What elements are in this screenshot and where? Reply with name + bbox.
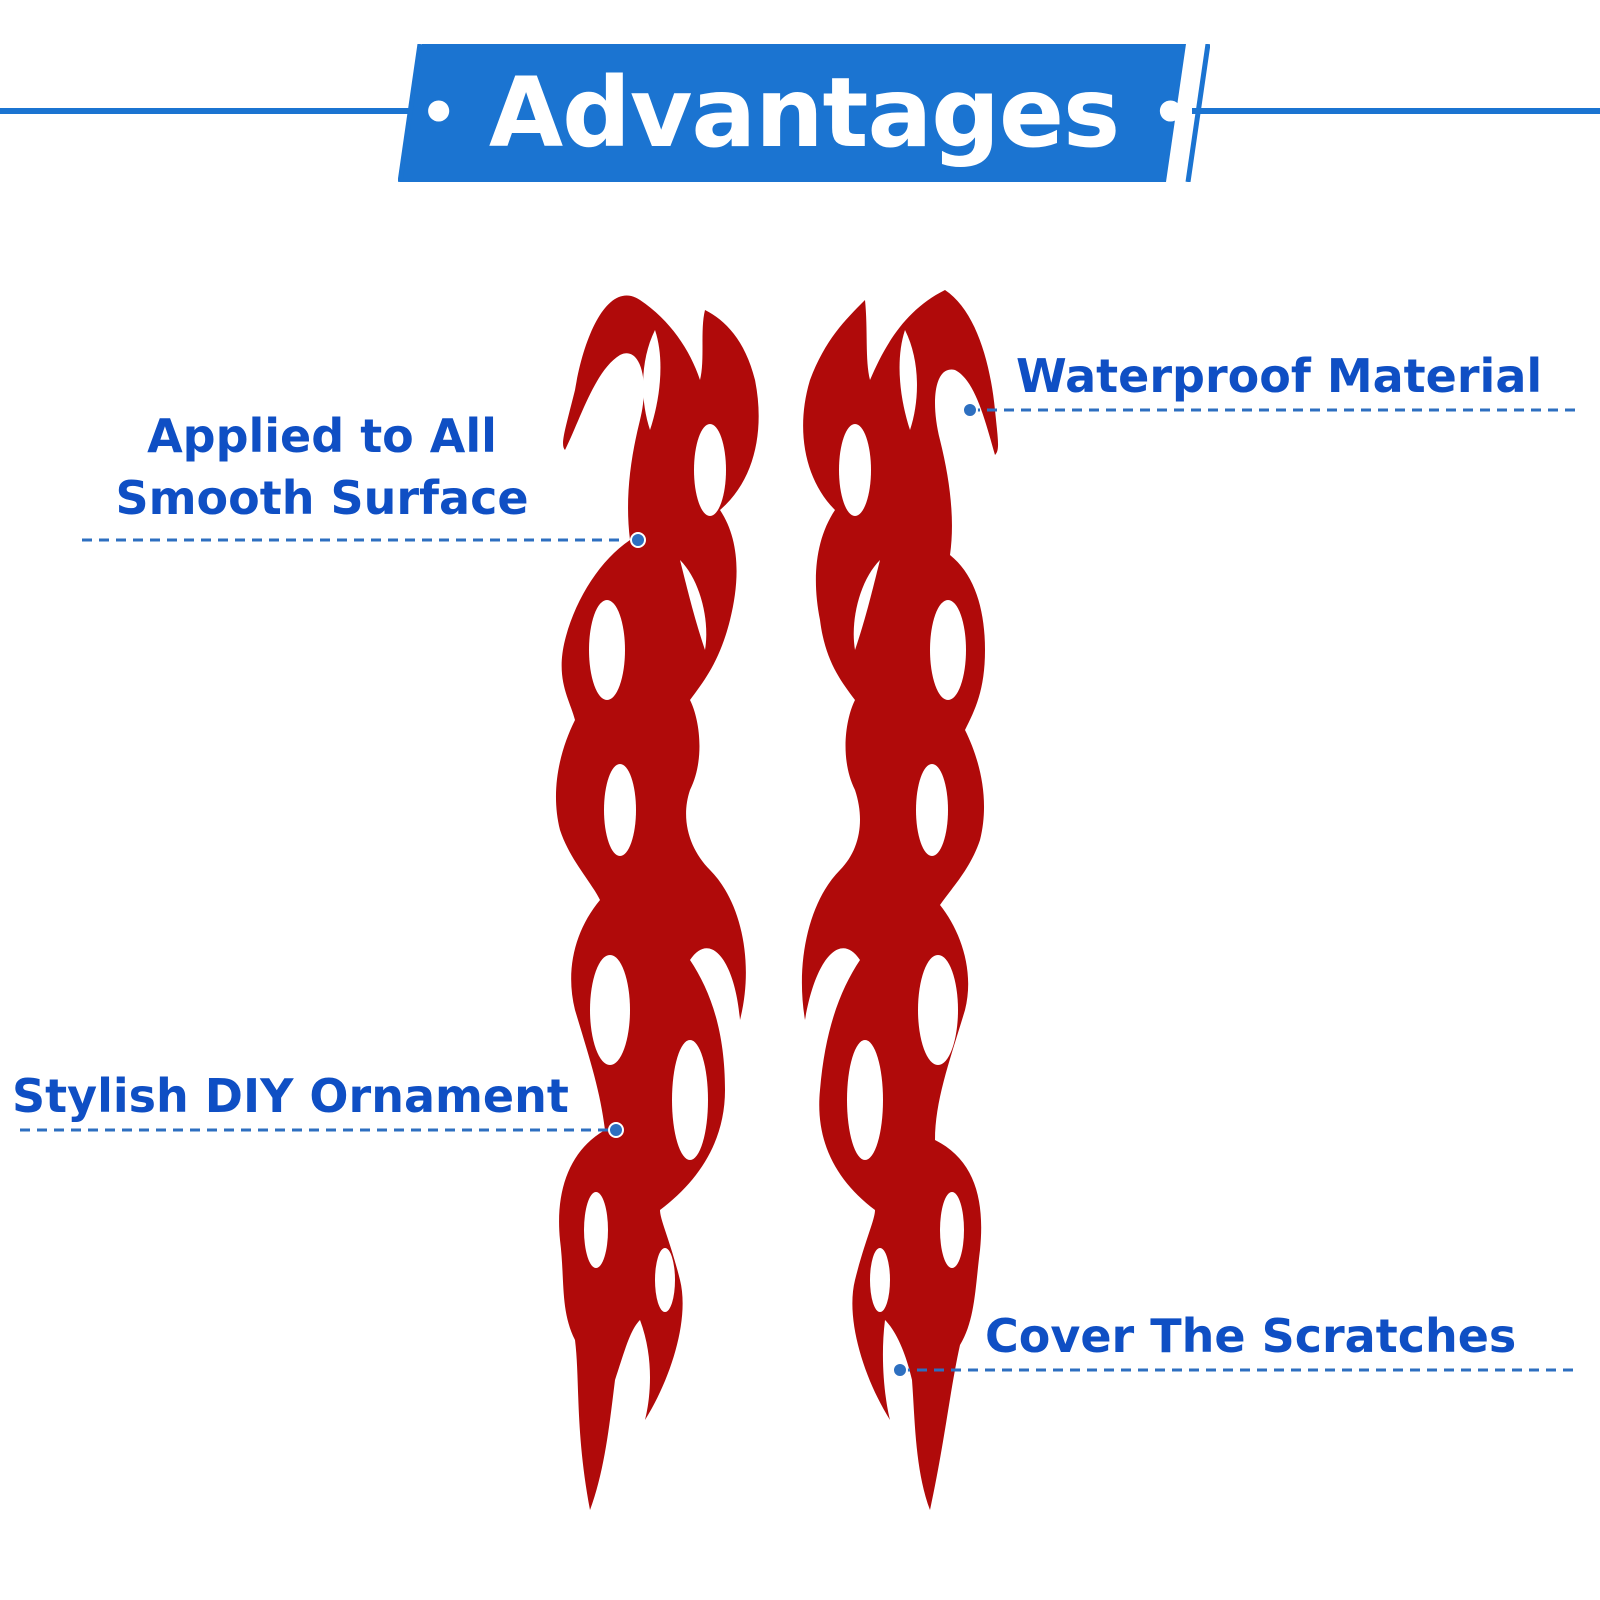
- banner-shape: [398, 44, 1210, 182]
- flame-right-cutouts: [839, 330, 966, 1312]
- feature-label-surface: Applied to All Smooth Surface: [82, 405, 562, 529]
- feature-label-stylish: Stylish DIY Ornament: [12, 1069, 569, 1123]
- feature-label-waterproof: Waterproof Material: [1016, 349, 1543, 403]
- leader-dot-surface: [630, 532, 646, 548]
- title-banner: • Advantages •: [398, 44, 1210, 182]
- title-dot-left: •: [419, 78, 457, 148]
- feature-label-surface-line2: Smooth Surface: [115, 471, 529, 525]
- page-title: • Advantages •: [398, 44, 1210, 182]
- leader-dot-waterproof: [962, 402, 978, 418]
- flame-decal-left: [555, 295, 759, 1510]
- header-rule-left: [0, 108, 412, 114]
- leader-dot-scratches: [892, 1362, 908, 1378]
- title-text: Advantages: [488, 57, 1120, 169]
- feature-label-scratches: Cover The Scratches: [985, 1309, 1517, 1363]
- feature-label-surface-line1: Applied to All: [147, 409, 497, 463]
- title-dot-right: •: [1151, 78, 1189, 148]
- leader-dot-stylish: [608, 1122, 624, 1138]
- flame-left-cutouts: [584, 330, 726, 1312]
- header-rule-right: [1192, 108, 1600, 114]
